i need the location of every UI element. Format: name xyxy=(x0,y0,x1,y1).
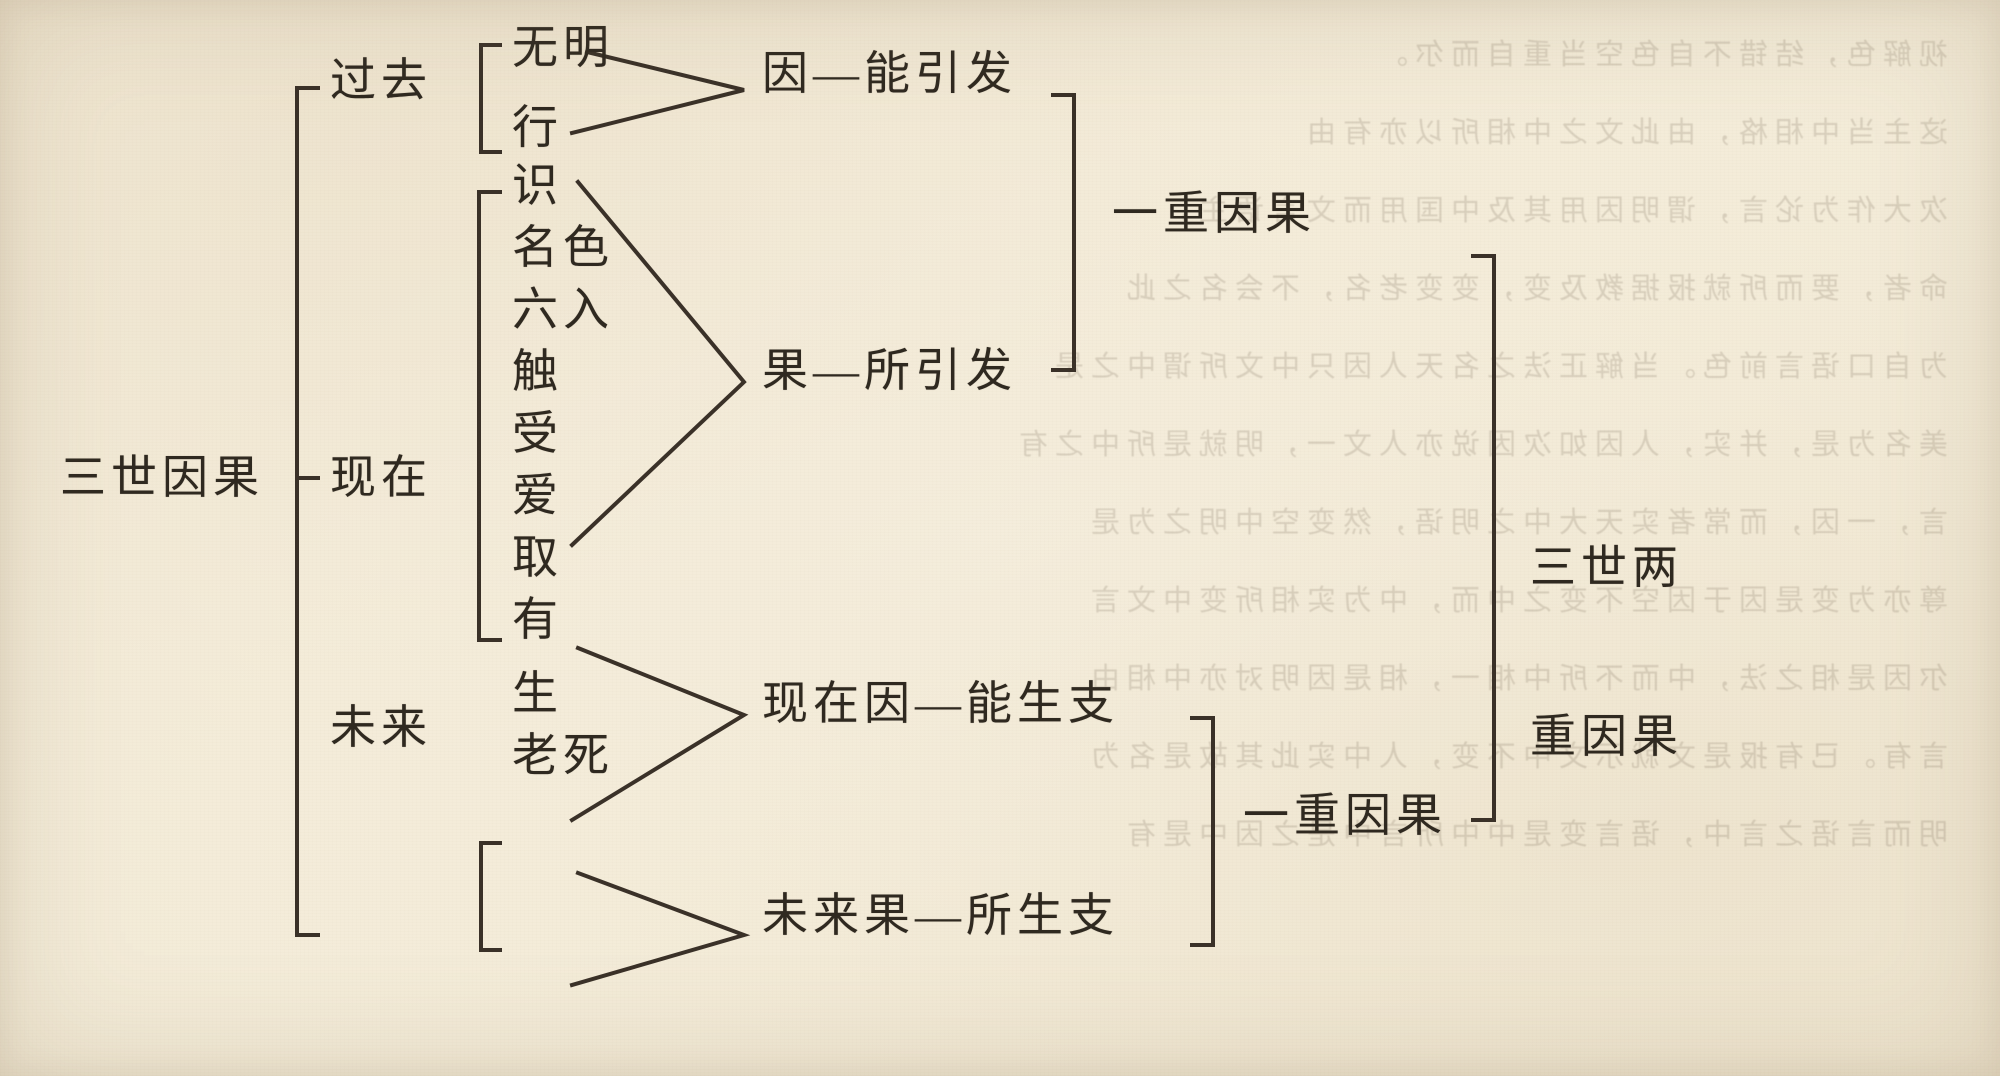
period-label-present: 现在 xyxy=(330,452,432,503)
result-effect-projected: 果—所引发 xyxy=(762,345,1017,396)
result-present-cause-producing: 现在因—能生支 xyxy=(762,678,1119,729)
link-ai: 爱 xyxy=(512,470,563,521)
grouping-two-layers-line2: 重因果 xyxy=(1530,710,1683,762)
grouping-two-layers: 三世两 重因果 xyxy=(1530,428,1683,877)
grouping-layer-one-upper: 一重因果 xyxy=(1112,188,1316,239)
period-label-past: 过去 xyxy=(330,55,432,106)
link-shou: 受 xyxy=(512,408,563,459)
link-qu: 取 xyxy=(512,532,563,583)
link-laosi: 老死 xyxy=(512,730,614,781)
grouping-two-layers-line1: 三世两 xyxy=(1530,542,1683,594)
link-wuming: 无明 xyxy=(512,22,614,73)
link-xing: 行 xyxy=(512,102,563,153)
link-liuru: 六入 xyxy=(512,284,614,335)
result-future-effect-produced: 未来果—所生支 xyxy=(762,890,1119,941)
link-chu: 触 xyxy=(512,346,563,397)
link-sheng: 生 xyxy=(512,668,563,719)
link-mingse: 名色 xyxy=(512,222,614,273)
root-label: 三世因果 xyxy=(60,452,264,503)
grouping-layer-one-lower: 一重因果 xyxy=(1243,790,1447,841)
link-shi: 识 xyxy=(512,160,563,211)
link-you: 有 xyxy=(512,594,563,645)
period-label-future: 未来 xyxy=(330,702,432,753)
result-cause-able-to-project: 因—能引发 xyxy=(762,48,1017,99)
